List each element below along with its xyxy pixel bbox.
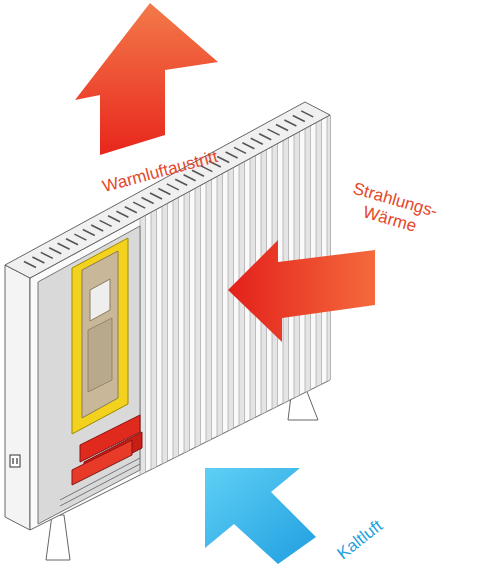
grille-slot bbox=[91, 225, 103, 231]
fin bbox=[184, 191, 190, 453]
bottom-grille bbox=[60, 458, 140, 506]
fin bbox=[151, 209, 157, 469]
grille-slot bbox=[32, 257, 44, 263]
grille-slot bbox=[268, 129, 280, 135]
cutaway-interior bbox=[38, 226, 140, 524]
control-symbol bbox=[10, 455, 20, 467]
warm-air-arrow bbox=[75, 3, 218, 155]
grille-slot bbox=[150, 193, 162, 199]
grille-slot bbox=[167, 184, 179, 190]
grille-slot bbox=[234, 147, 246, 153]
grille-slot bbox=[49, 248, 61, 254]
storage-core-stone bbox=[82, 251, 118, 418]
grille-slot bbox=[251, 138, 263, 144]
fin bbox=[173, 197, 179, 458]
grille-slot bbox=[66, 239, 78, 245]
grille-slot bbox=[41, 252, 53, 258]
fin bbox=[195, 185, 201, 447]
fin bbox=[206, 179, 212, 442]
core-grid bbox=[88, 318, 112, 392]
radiant-heat-arrow bbox=[228, 240, 375, 342]
grille-slot bbox=[184, 175, 196, 181]
fin bbox=[228, 167, 234, 431]
fin bbox=[162, 203, 168, 464]
grille-slot bbox=[24, 261, 36, 267]
grille-slot bbox=[125, 207, 137, 213]
fin bbox=[327, 114, 333, 382]
grille-slot bbox=[133, 202, 145, 208]
grille-slot bbox=[242, 143, 254, 149]
grille-slot bbox=[226, 152, 238, 158]
grille-slot bbox=[100, 220, 112, 226]
grille-slot bbox=[293, 115, 305, 121]
storage-core-frame bbox=[72, 238, 128, 434]
grille-slot bbox=[142, 198, 154, 204]
grille-slot bbox=[58, 243, 70, 249]
grille-slot bbox=[74, 234, 86, 240]
top-grille bbox=[24, 111, 313, 268]
grille-slot bbox=[116, 211, 128, 217]
core-opening bbox=[90, 279, 110, 321]
fin bbox=[316, 120, 322, 387]
radiator-top bbox=[5, 102, 330, 278]
fin bbox=[217, 173, 223, 436]
grille-slot bbox=[158, 188, 170, 194]
grille-slot bbox=[175, 179, 187, 185]
label-holder: Kaltluft bbox=[333, 516, 386, 563]
label-holder: Strahlungs- Wärme bbox=[345, 179, 439, 241]
grille-slot bbox=[301, 111, 313, 117]
radiator-leg bbox=[46, 515, 70, 560]
arrow-label: Strahlungs- Wärme bbox=[345, 179, 439, 241]
grille-slot bbox=[83, 230, 95, 236]
radiator-end-face bbox=[5, 265, 30, 530]
arrow-label: Kaltluft bbox=[333, 516, 386, 563]
grille-slot bbox=[259, 134, 271, 140]
grille-slot bbox=[108, 216, 120, 222]
heating-element bbox=[72, 415, 142, 485]
grille-slot bbox=[284, 120, 296, 126]
grille-slot bbox=[276, 125, 288, 131]
cold-air-arrow bbox=[205, 468, 316, 564]
